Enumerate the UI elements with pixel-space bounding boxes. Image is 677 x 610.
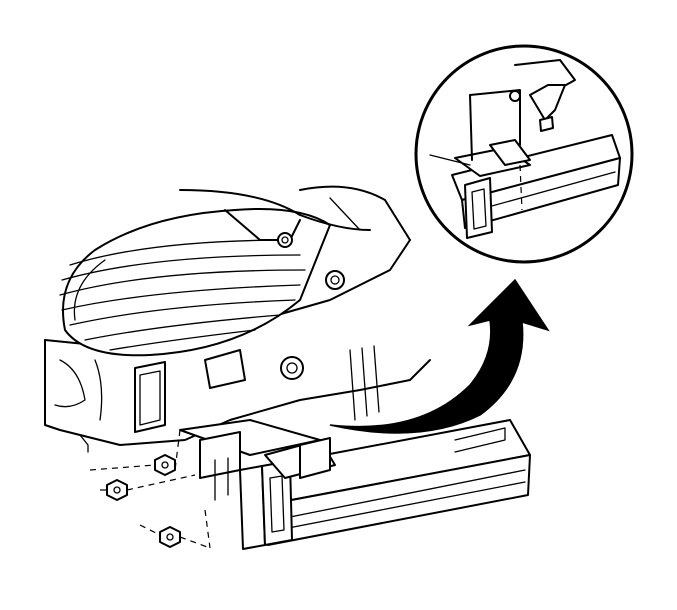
bumper-impact-bar [179,419,531,550]
nut-icon [159,526,181,548]
direction-arrow [329,278,550,434]
tail-lamp-assembly [59,185,411,380]
detail-bracket [429,59,576,166]
nut-icon [154,454,176,476]
nut-icon [106,479,128,501]
detail-bumper-bar [451,134,621,239]
detail-callout [414,44,634,264]
mounting-nuts [89,429,211,549]
